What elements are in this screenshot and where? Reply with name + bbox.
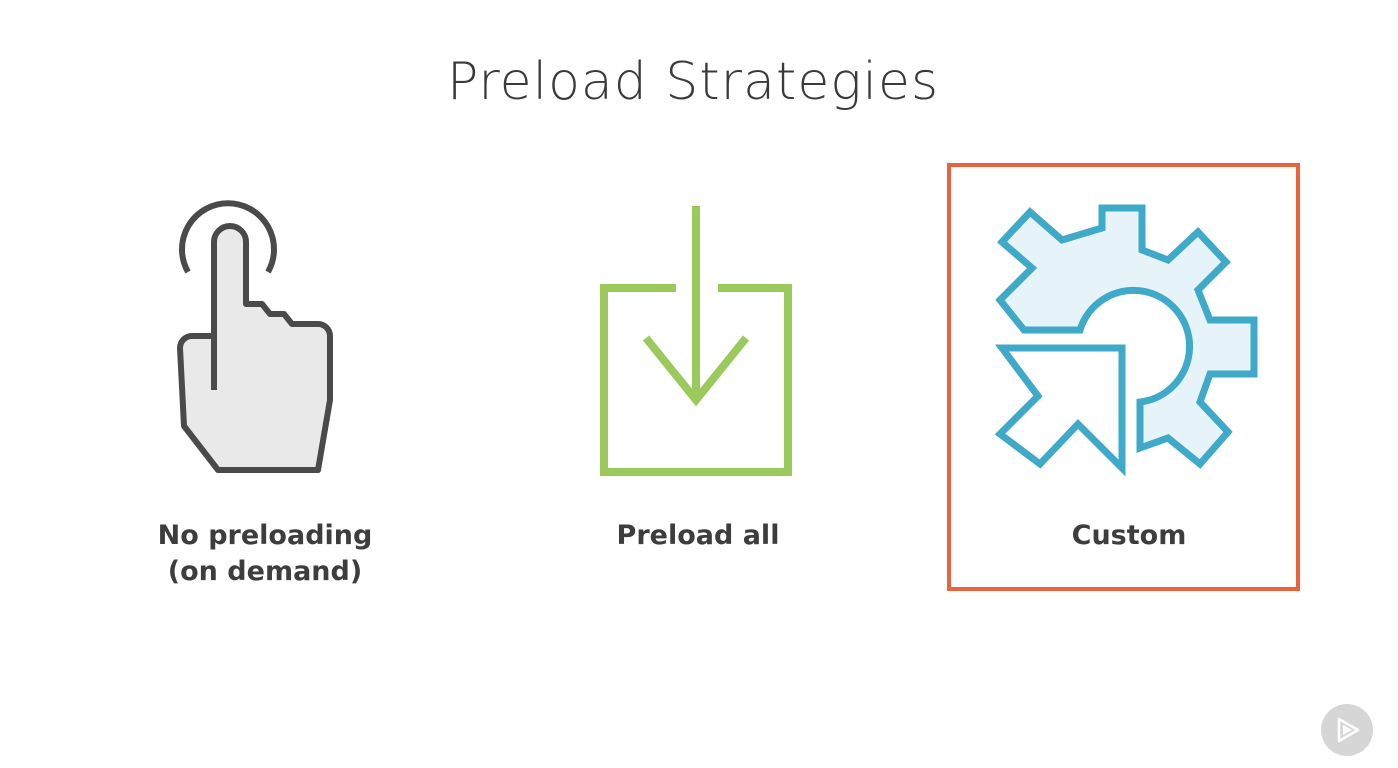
- option-label-line: Preload all: [616, 520, 780, 551]
- option-label: Preload all: [553, 518, 843, 554]
- option-label: Custom: [984, 518, 1274, 554]
- gear-arrow-icon: [990, 202, 1270, 477]
- option-label-line: Custom: [1071, 520, 1187, 551]
- slide-title: Preload Strategies: [446, 52, 940, 112]
- play-logo-icon: [1337, 717, 1360, 743]
- player-logo-badge[interactable]: [1321, 704, 1373, 756]
- option-label-line: (on demand): [167, 556, 363, 587]
- selected-option-highlight[interactable]: [947, 163, 1300, 591]
- tap-finger-icon: [170, 200, 360, 485]
- option-label-line: No preloading: [157, 520, 373, 551]
- download-arrow-icon: [598, 204, 798, 479]
- option-label: No preloading (on demand): [120, 518, 410, 590]
